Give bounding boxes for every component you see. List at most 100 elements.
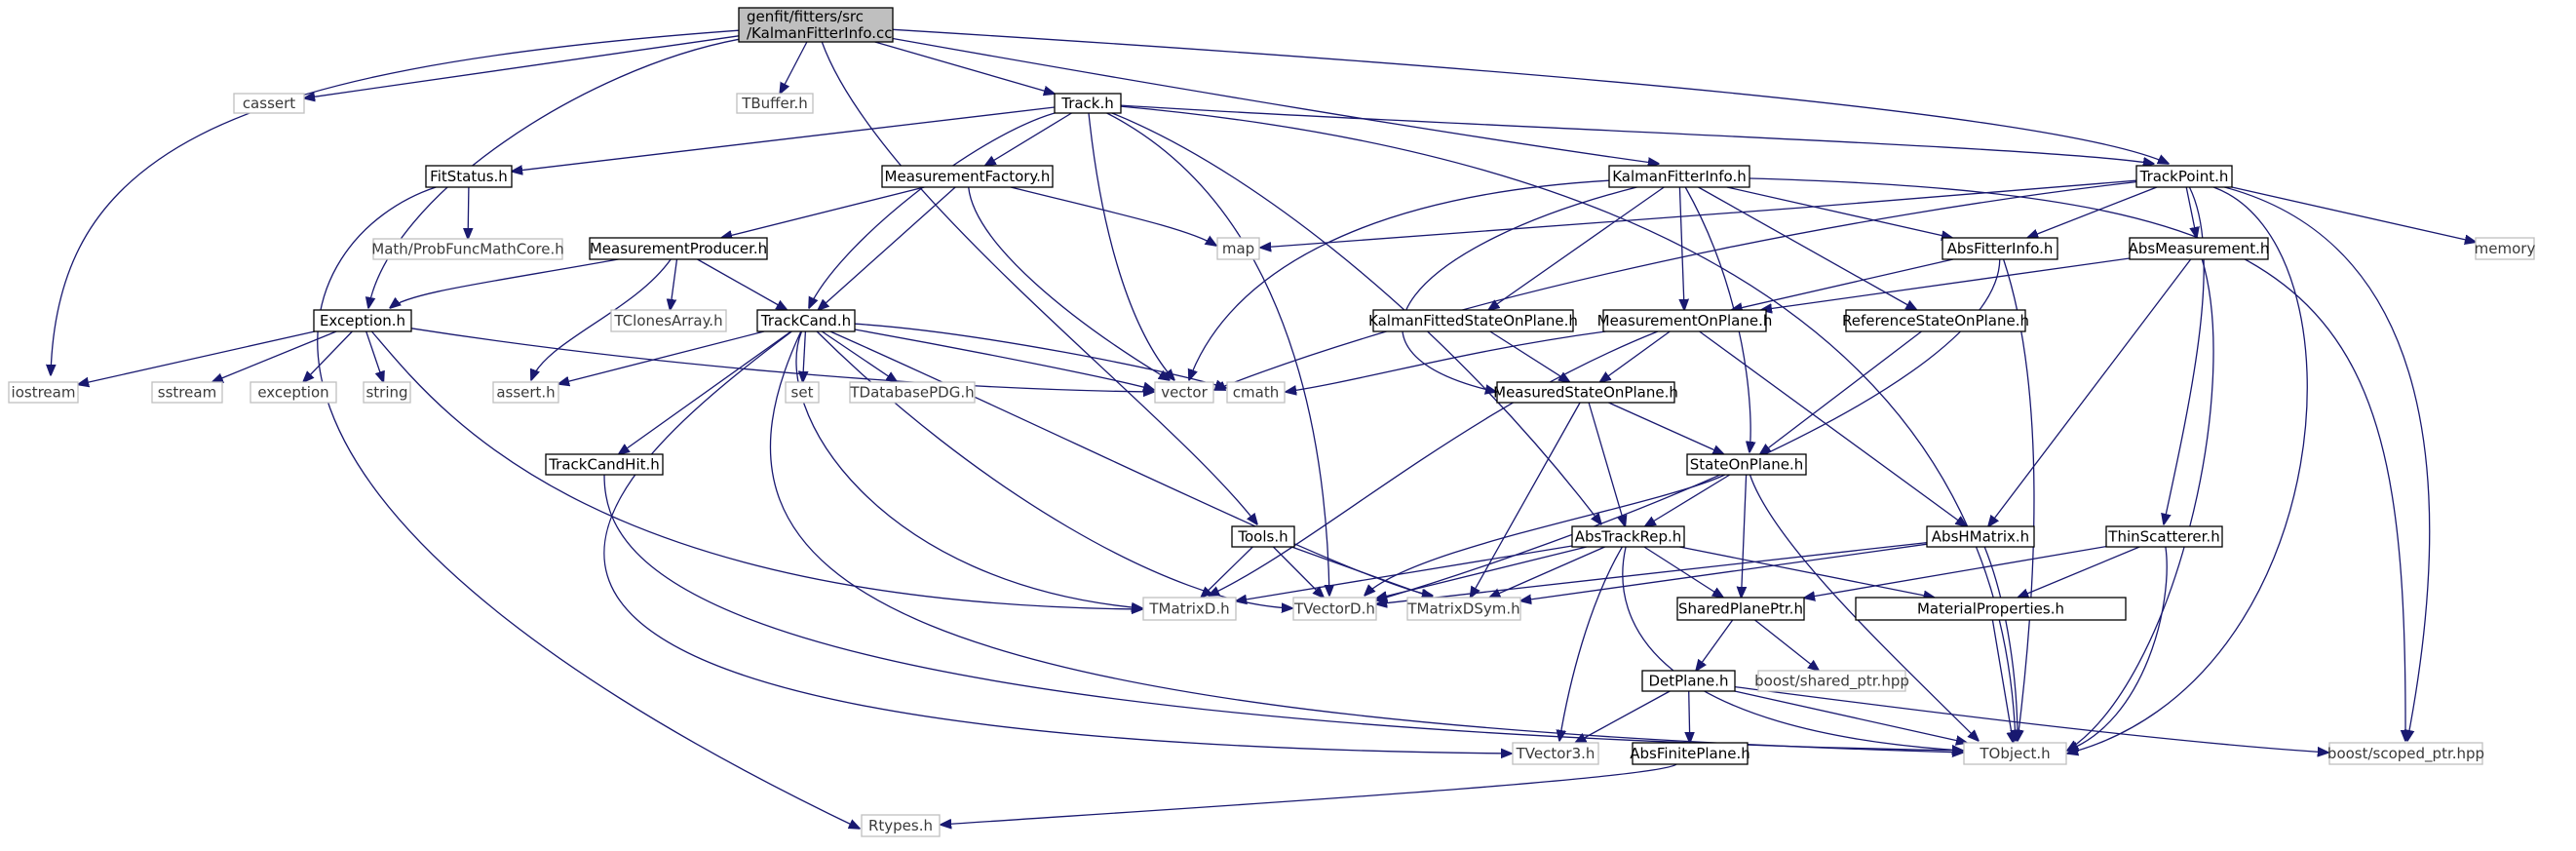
node-tools[interactable]: Tools.h [1231,525,1295,548]
edge-detplane-to-tvector3 [1575,690,1671,743]
edge-trackcand-to-tdbpdg [821,330,897,382]
node-track[interactable]: Track.h [1054,93,1122,114]
node-trackpoint[interactable]: TrackPoint.h [2135,165,2233,188]
node-label: vector [1161,384,1208,402]
node-tclones: TClonesArray.h [610,309,727,332]
node-box [1512,742,1599,765]
node-kfsop[interactable]: KalmanFittedStateOnPlane.h [1368,309,1578,332]
node-fitstatus[interactable]: FitStatus.h [425,165,513,188]
node-detplane[interactable]: DetPlane.h [1641,670,1736,692]
node-absfiniteplane[interactable]: AbsFinitePlane.h [1630,742,1750,765]
node-mfactory[interactable]: MeasurementFactory.h [881,165,1054,188]
node-box [492,381,559,404]
node-trackcandhit[interactable]: TrackCandHit.h [545,453,664,476]
edge-detplane-to-boostscoped [1734,685,2328,753]
node-tvector3: TVector3.h [1512,742,1599,765]
edge-mop-to-abshmatrix [1699,330,1967,526]
edge-sharedplaneptr-to-detplane [1696,619,1734,671]
node-matprops[interactable]: MaterialProperties.h [1855,597,2127,621]
edge-kfi-to-absfitterinfo [1726,186,1952,238]
edge-mop-to-cmath [1286,330,1606,392]
node-set: set [785,381,820,404]
node-box [1942,237,2058,260]
node-label: DetPlane.h [1648,673,1728,690]
node-label: iostream [12,384,76,402]
node-label: TMatrixD.h [1148,600,1229,618]
edge-exception-to-exceptionstd [303,330,353,382]
node-label: AbsMeasurement.h [2129,240,2270,257]
edge-msop-to-abstrackrep [1588,402,1625,526]
edge-trackpoint-to-memory [2231,186,2476,242]
node-stateonplane[interactable]: StateOnPlane.h [1686,453,1807,476]
node-box [610,309,727,332]
node-thinscatterer[interactable]: ThinScatterer.h [2105,525,2223,548]
node-label: Math/ProbFuncMathCore.h [371,241,563,258]
node-box [1054,93,1122,114]
node-label: TrackPoint.h [2139,168,2229,185]
node-label: assert.h [496,384,555,402]
edge-trackcand-to-tvectord [816,330,1292,608]
node-kfi[interactable]: KalmanFitterInfo.h [1608,165,1750,188]
edge-kfi-to-msop [1402,186,1637,392]
edge-trackpoint-to-tobject [2067,186,2308,754]
node-root[interactable]: genfit/fitters/src/KalmanFitterInfo.cc [738,7,894,43]
edge-kfi-to-vector [1189,179,1610,380]
node-box [738,7,894,43]
node-rsop[interactable]: ReferenceStateOnPlane.h [1842,309,2029,332]
node-sstream: sstream [151,381,223,404]
node-mop[interactable]: MeasurementOnPlane.h [1597,309,1773,332]
node-box [881,165,1054,188]
edge-stateonplane-to-tvectord [1365,474,1726,596]
node-box [1676,597,1805,621]
node-label: TrackCandHit.h [548,456,660,474]
node-absfitterinfo[interactable]: AbsFitterInfo.h [1942,237,2058,260]
node-box [233,93,305,114]
nodes-layer: genfit/fitters/src/KalmanFitterInfo.ccca… [8,7,2535,837]
node-box [1372,309,1574,332]
node-label: boost/shared_ptr.hpp [1754,673,1909,691]
node-trackcand[interactable]: TrackCand.h [756,309,856,332]
edge-thinscatterer-to-sharedplaneptr [1804,545,2107,599]
node-box [250,381,337,404]
edge-trackcand-to-cmath [854,323,1226,388]
node-mproducer[interactable]: MeasurementProducer.h [589,237,768,260]
node-abstrackrep[interactable]: AbsTrackRep.h [1571,525,1685,548]
edge-mfactory-to-trackcand [818,186,956,310]
node-exception[interactable]: Exception.h [313,309,412,332]
edge-detplane-to-absfiniteplane [1689,690,1690,743]
node-tvectord: TVectorD.h [1292,597,1377,621]
edge-track-to-abstrackrep [1111,112,1601,524]
node-label: MeasurementOnPlane.h [1597,312,1773,329]
edge-detplane-to-tobject [1734,690,1967,743]
edge-track-to-mfactory [985,112,1072,166]
node-box [1571,525,1685,548]
edge-root-to-trackpoint [892,28,2169,164]
node-msop[interactable]: MeasuredStateOnPlane.h [1493,381,1678,404]
node-memory: memory [2475,237,2535,260]
node-sharedplaneptr[interactable]: SharedPlanePtr.h [1676,597,1805,621]
edge-kfi-to-mop [1679,186,1684,310]
edge-trackpoint-to-map [1260,179,2137,248]
edge-kfi-to-kfsop [1488,186,1665,310]
node-label: ThinScatterer.h [2107,528,2219,546]
node-exceptionstd: exception [250,381,337,404]
node-label: TBuffer.h [741,95,808,112]
edge-trackcand-to-vector [854,329,1154,390]
node-label: string [365,384,407,402]
edge-root-to-track [874,41,1055,94]
edge-mop-to-msop [1600,330,1671,382]
edge-absmeasurement-to-abshmatrix [1988,258,2192,526]
node-absmeasurement[interactable]: AbsMeasurement.h [2129,237,2270,260]
node-label: genfit/fitters/src [747,8,864,25]
node-abshmatrix[interactable]: AbsHMatrix.h [1926,525,2035,548]
node-boostscoped: boost/scoped_ptr.hpp [2327,742,2484,765]
node-label: MeasuredStateOnPlane.h [1493,384,1678,402]
edge-abstrackrep-to-tmatrixd [1236,545,1573,601]
node-tobject: TObject.h [1963,742,2067,765]
edge-track-to-fitstatus [512,106,1056,172]
edge-root-to-tools [821,41,1257,524]
node-label: TObject.h [1979,745,2050,762]
edge-trackpoint-to-vector [1214,180,2137,390]
edge-mproducer-to-asserth [531,258,672,380]
